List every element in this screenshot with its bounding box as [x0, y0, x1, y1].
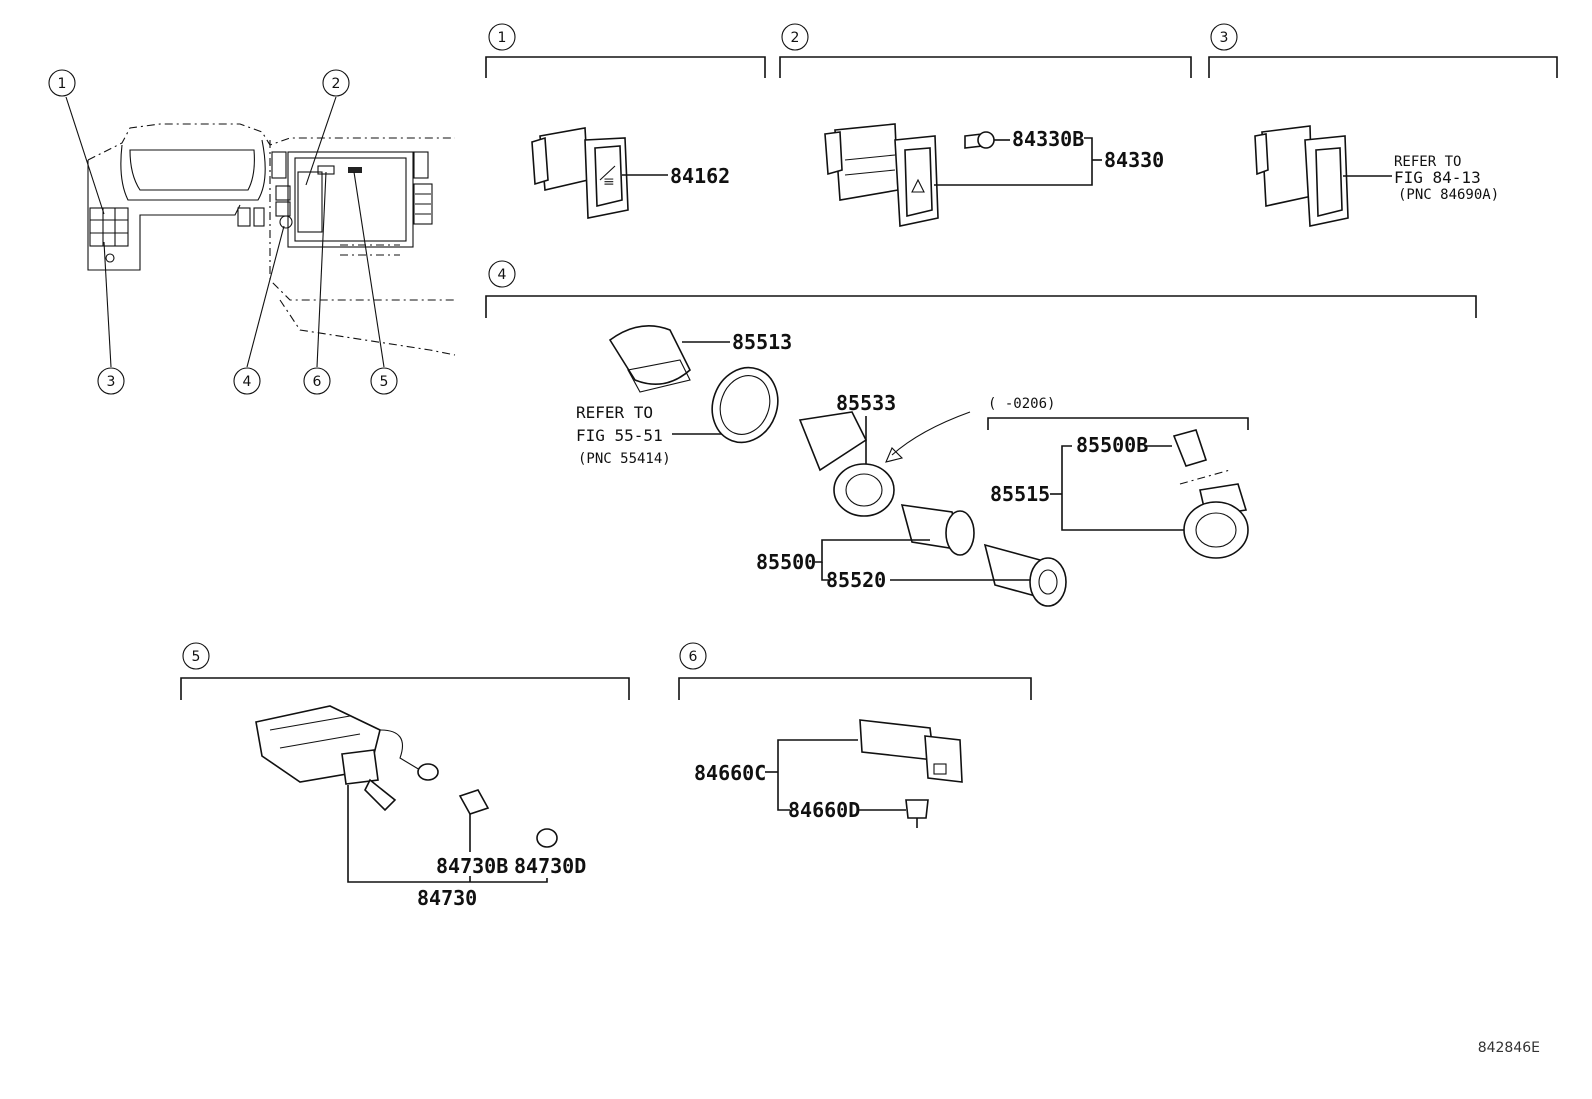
part-84162: 84162	[670, 164, 730, 188]
svg-text:5: 5	[380, 374, 389, 390]
section-3: 3 REFER TO FIG 84-13 (PNC 84690A)	[1208, 23, 1558, 227]
section-6: 6 84660C 84660D	[678, 642, 1032, 828]
figure-id: 842846E	[1478, 1040, 1540, 1056]
part-84330B: 84330B	[1012, 127, 1084, 151]
svg-text:2: 2	[791, 30, 800, 46]
section-2: 2 84330B 84330	[779, 23, 1192, 227]
refer-55-line-1: REFER TO	[576, 403, 653, 422]
svg-text:2: 2	[332, 76, 341, 92]
refer-line-1: REFER TO	[1394, 154, 1461, 170]
part-84660D: 84660D	[788, 798, 860, 822]
svg-text:3: 3	[107, 374, 116, 390]
svg-text:≡: ≡	[603, 174, 615, 190]
callout-5: 5	[370, 367, 398, 395]
date-range: ( -0206)	[988, 396, 1055, 412]
part-85533: 85533	[836, 391, 896, 415]
svg-text:6: 6	[313, 374, 322, 390]
svg-text:4: 4	[498, 267, 507, 283]
svg-text:5: 5	[192, 649, 201, 665]
callout-3: 3	[97, 367, 125, 395]
part-84730B: 84730B	[436, 854, 508, 878]
svg-text:3: 3	[1220, 30, 1229, 46]
callout-2: 2	[322, 69, 350, 97]
callout-4: 4	[233, 367, 261, 395]
section-4: 4 85513 REFER TO FIG 55-51 (PNC 55414) 8…	[485, 260, 1477, 607]
svg-text:4: 4	[243, 374, 252, 390]
svg-text:1: 1	[498, 30, 507, 46]
svg-text:1: 1	[58, 76, 67, 92]
refer-55-line-3: (PNC 55414)	[578, 451, 671, 467]
part-84660C: 84660C	[694, 761, 766, 785]
refer-line-2: FIG 84-13	[1394, 168, 1481, 187]
part-84730: 84730	[417, 886, 477, 910]
part-85513: 85513	[732, 330, 792, 354]
callout-6: 6	[303, 367, 331, 395]
refer-line-3: (PNC 84690A)	[1398, 187, 1499, 203]
overview-dashboard	[87, 123, 456, 356]
section-1: 1 ≡ 84162	[485, 23, 766, 219]
refer-55-line-2: FIG 55-51	[576, 426, 663, 445]
section-5: 5 84730B 84730D 84730	[180, 642, 630, 910]
part-84730D: 84730D	[514, 854, 586, 878]
part-84330: 84330	[1104, 148, 1164, 172]
part-85500B: 85500B	[1076, 433, 1148, 457]
svg-text:6: 6	[689, 649, 698, 665]
part-85500: 85500	[756, 550, 816, 574]
callout-1: 1	[48, 69, 76, 97]
part-85520: 85520	[826, 568, 886, 592]
overview-leaders	[65, 96, 385, 368]
part-85515: 85515	[990, 482, 1050, 506]
